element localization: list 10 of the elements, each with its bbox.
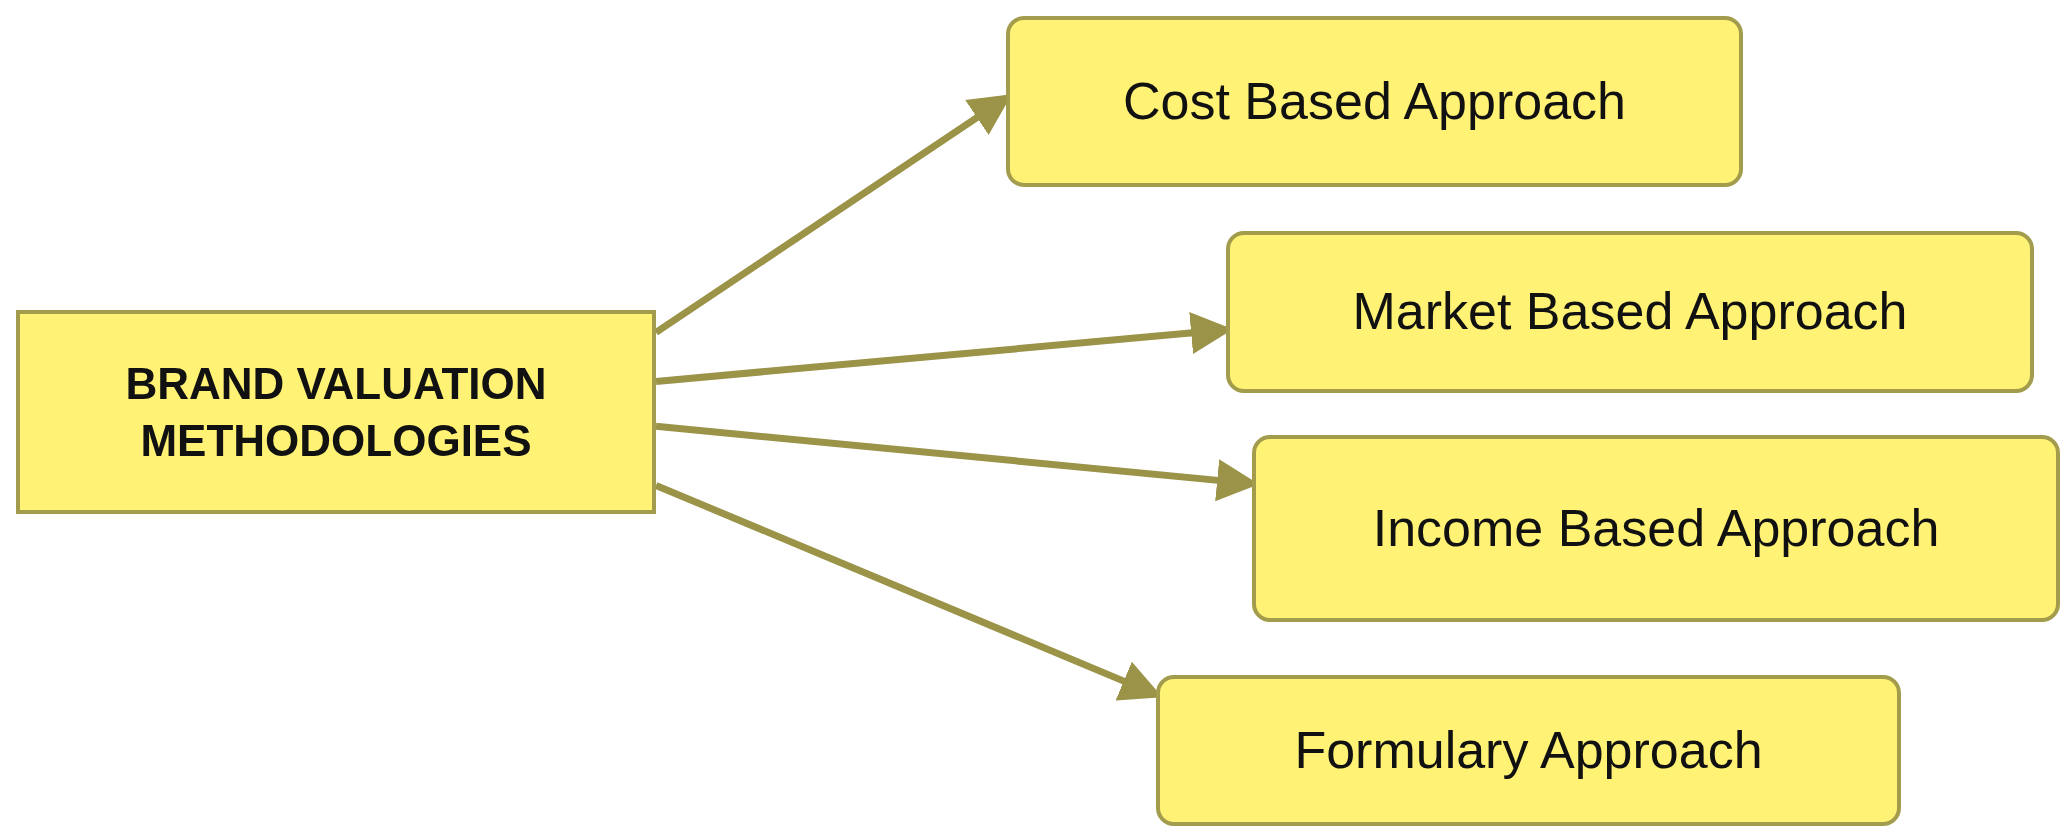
method-box — [1252, 435, 2060, 622]
method-box — [1226, 231, 2034, 393]
box-label: Formulary Approach — [1294, 719, 1763, 781]
box-label: Income Based Approach — [1372, 497, 1940, 559]
box-label: Market Based Approach — [1352, 281, 1908, 343]
method-box — [1006, 16, 1743, 187]
box-label: BRAND VALUATION METHODOLOGIES — [124, 357, 548, 467]
box-label: Cost Based Approach — [1123, 70, 1626, 132]
title-box — [16, 310, 656, 514]
method-box — [1156, 675, 1901, 826]
